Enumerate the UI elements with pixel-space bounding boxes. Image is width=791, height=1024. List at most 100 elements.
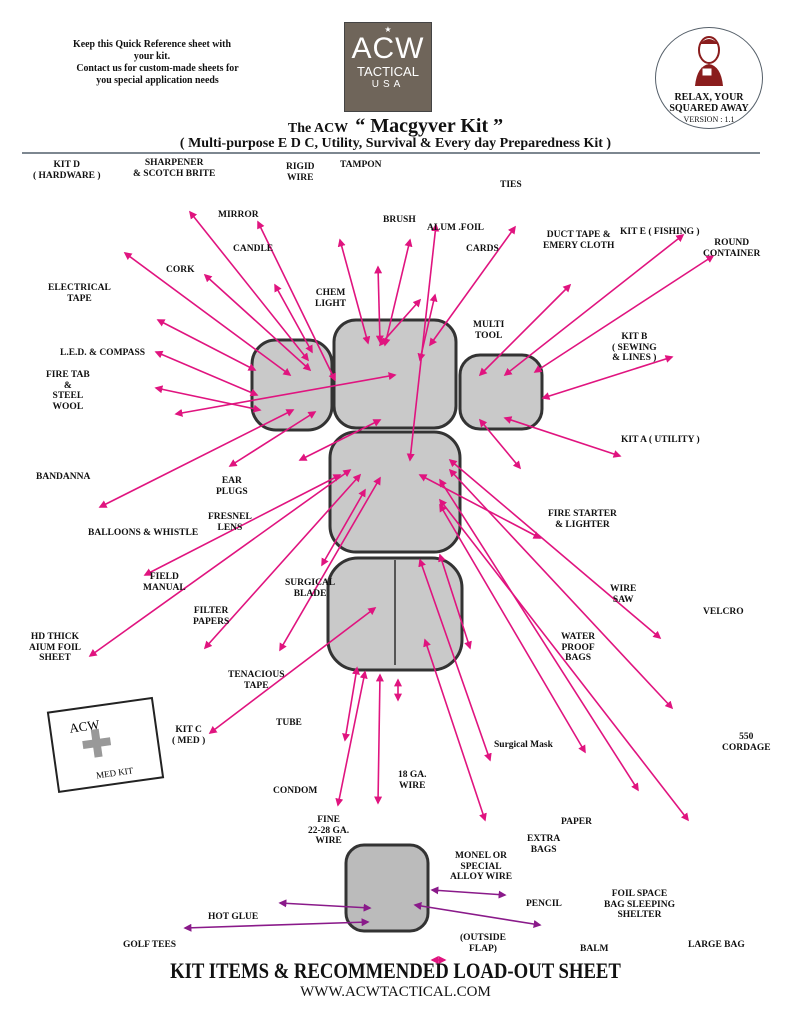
item-label-condom: CONDOM — [273, 786, 318, 796]
item-label-bandanna: BANDANNA — [36, 472, 91, 482]
item-label-alum-foil: ALUM .FOIL — [427, 223, 484, 233]
item-label-balm: BALM — [580, 944, 609, 954]
item-label-water-proof-bags: WATER PROOF BAGS — [561, 632, 596, 663]
footer-title: KIT ITEMS & RECOMMENDED LOAD-OUT SHEET — [170, 958, 621, 983]
pointer-arrow — [274, 283, 313, 354]
item-label-field-manual: FIELD MANUAL — [143, 572, 186, 593]
item-label-round-container: ROUND CONTAINER — [703, 238, 761, 259]
item-label-brush: BRUSH — [383, 215, 416, 225]
item-label-filter-papers: FILTER PAPERS — [193, 606, 230, 627]
pointer-arrow — [98, 409, 295, 508]
item-label-candle: CANDLE — [233, 244, 274, 254]
item-label-rigid-wire: RIGID WIRE — [286, 162, 315, 183]
acw-tactical-logo: ★ ACW TACTICAL USA — [344, 22, 432, 112]
item-label-foil-space-bag-sleeping-shelter: FOIL SPACE BAG SLEEPING SHELTER — [604, 889, 676, 920]
item-label-ties: TIES — [500, 180, 522, 190]
relax-badge: RELAX, YOUR SQUARED AWAY VERSION : 1.1 — [655, 27, 763, 129]
logo-tactical: TACTICAL — [357, 64, 419, 79]
pointer-arrow — [321, 488, 366, 567]
item-label-balloons-whistle: BALLOONS & WHISTLE — [88, 528, 199, 538]
item-label-cards: CARDS — [466, 244, 499, 254]
item-label-l-e-d-compass: L.E.D. & COMPASS — [60, 348, 146, 358]
note-keep-sheet: Keep this Quick Reference sheet with you… — [73, 38, 231, 62]
item-label-kit-e-fishing: KIT E ( FISHING ) — [620, 227, 700, 237]
outside-flap-arrow — [413, 902, 542, 928]
item-label-golf-tees: GOLF TEES — [123, 940, 177, 950]
pointer-arrow — [123, 252, 292, 376]
pointer-arrow — [88, 469, 352, 657]
item-label-fire-starter-lighter: FIRE STARTER & LIGHTER — [548, 509, 617, 530]
item-label-fire-tab-steel-wool: FIRE TAB & STEEL WOOL — [46, 370, 90, 412]
item-label-tube: TUBE — [276, 718, 302, 728]
item-label-kit-b-sewing-lines: KIT B ( SEWING & LINES ) — [612, 332, 657, 363]
pointer-arrow — [439, 503, 586, 754]
item-label-18-ga-wire: 18 GA. WIRE — [398, 770, 427, 791]
pointer-arrow — [448, 458, 662, 640]
med-kit-brand: ACW — [68, 717, 101, 736]
item-label-kit-d-hardware: KIT D ( HARDWARE ) — [33, 160, 101, 181]
pointer-arrow — [154, 385, 262, 413]
item-label-hot-glue: HOT GLUE — [208, 912, 259, 922]
pointer-arrow — [378, 298, 422, 347]
item-label-outside-flap: (OUTSIDE FLAP) — [460, 933, 506, 954]
item-label-monel-or-special-alloy-wire: MONEL OR SPECIAL ALLOY WIRE — [450, 851, 513, 882]
pointer-arrow — [174, 372, 397, 417]
pointer-arrow — [423, 638, 487, 822]
pointer-arrow — [342, 666, 360, 742]
pointer-arrow — [156, 319, 257, 371]
title-prefix: The ACW — [287, 121, 349, 136]
pointer-arrow — [189, 210, 309, 362]
page-title: The ACW “ Macgyver Kit ” — [0, 115, 791, 138]
item-label-extra-bags: EXTRA BAGS — [527, 834, 561, 855]
item-label-duct-tape-emery-cloth: DUCT TAPE & EMERY CLOTH — [543, 230, 615, 251]
logo-usa: USA — [371, 79, 405, 90]
pointer-arrow — [541, 355, 674, 400]
title-main: “ Macgyver Kit ” — [355, 115, 504, 137]
pointer-arrow — [374, 265, 384, 344]
item-label-mirror: MIRROR — [218, 210, 259, 220]
outside-flap-arrow — [430, 886, 507, 899]
outside-flap-arrow — [183, 918, 370, 932]
pointer-arrow — [439, 498, 689, 822]
pointer-arrow — [438, 553, 472, 650]
pointer-arrow — [417, 293, 438, 362]
item-label-pencil: PENCIL — [526, 899, 562, 909]
item-label-550-cordage: 550 CORDAGE — [722, 732, 771, 753]
item-label-tampon: TAMPON — [340, 160, 382, 170]
item-label-kit-a-utility: KIT A ( UTILITY ) — [621, 435, 700, 445]
item-label-multi-tool: MULTI TOOL — [473, 320, 505, 341]
footer-url[interactable]: WWW.ACWTACTICAL.COM — [300, 984, 491, 1000]
pointer-arrow — [279, 476, 381, 652]
item-label-electrical-tape: ELECTRICAL TAPE — [48, 283, 111, 304]
item-label-wire-saw: WIRE SAW — [610, 584, 637, 605]
item-label-large-bag: LARGE BAG — [688, 940, 745, 950]
item-label-surgical-blade: SURGICAL BLADE — [285, 578, 336, 599]
pointer-arrow — [374, 673, 384, 805]
page-subtitle: ( Multi-purpose E D C, Utility, Survival… — [179, 136, 612, 151]
pointer-arrow — [533, 255, 715, 373]
item-label-surgical-mask: Surgical Mask — [494, 740, 553, 750]
pointer-arrow — [208, 607, 377, 734]
med-kit-box: ACW MED KIT — [46, 696, 165, 793]
pointer-arrow — [298, 419, 382, 461]
pointer-arrow — [154, 350, 259, 397]
item-label-chem-light: CHEM LIGHT — [315, 288, 347, 309]
man-drinking-icon — [695, 36, 723, 86]
pointer-arrow — [203, 273, 312, 372]
item-label-ear-plugs: EAR PLUGS — [216, 476, 248, 497]
item-label-hd-thick-aium-foil-sheet: HD THICK AIUM FOIL SHEET — [29, 632, 81, 663]
badge-version: VERSION : 1.1 — [683, 115, 735, 124]
logo-acw: ACW — [351, 32, 425, 65]
item-label-kit-c-med: KIT C ( MED ) — [172, 725, 206, 746]
outside-flap-arrow — [278, 899, 372, 912]
pointer-arrow — [335, 670, 368, 807]
pointer-arrow — [382, 238, 413, 347]
pointer-arrow — [478, 418, 522, 470]
divider — [22, 152, 760, 154]
item-label-paper: PAPER — [561, 817, 592, 827]
item-label-tenacious-tape: TENACIOUS TAPE — [228, 670, 285, 691]
item-label-cork: CORK — [166, 265, 195, 275]
pointer-arrow — [337, 238, 371, 345]
pointer-arrow — [429, 225, 516, 347]
